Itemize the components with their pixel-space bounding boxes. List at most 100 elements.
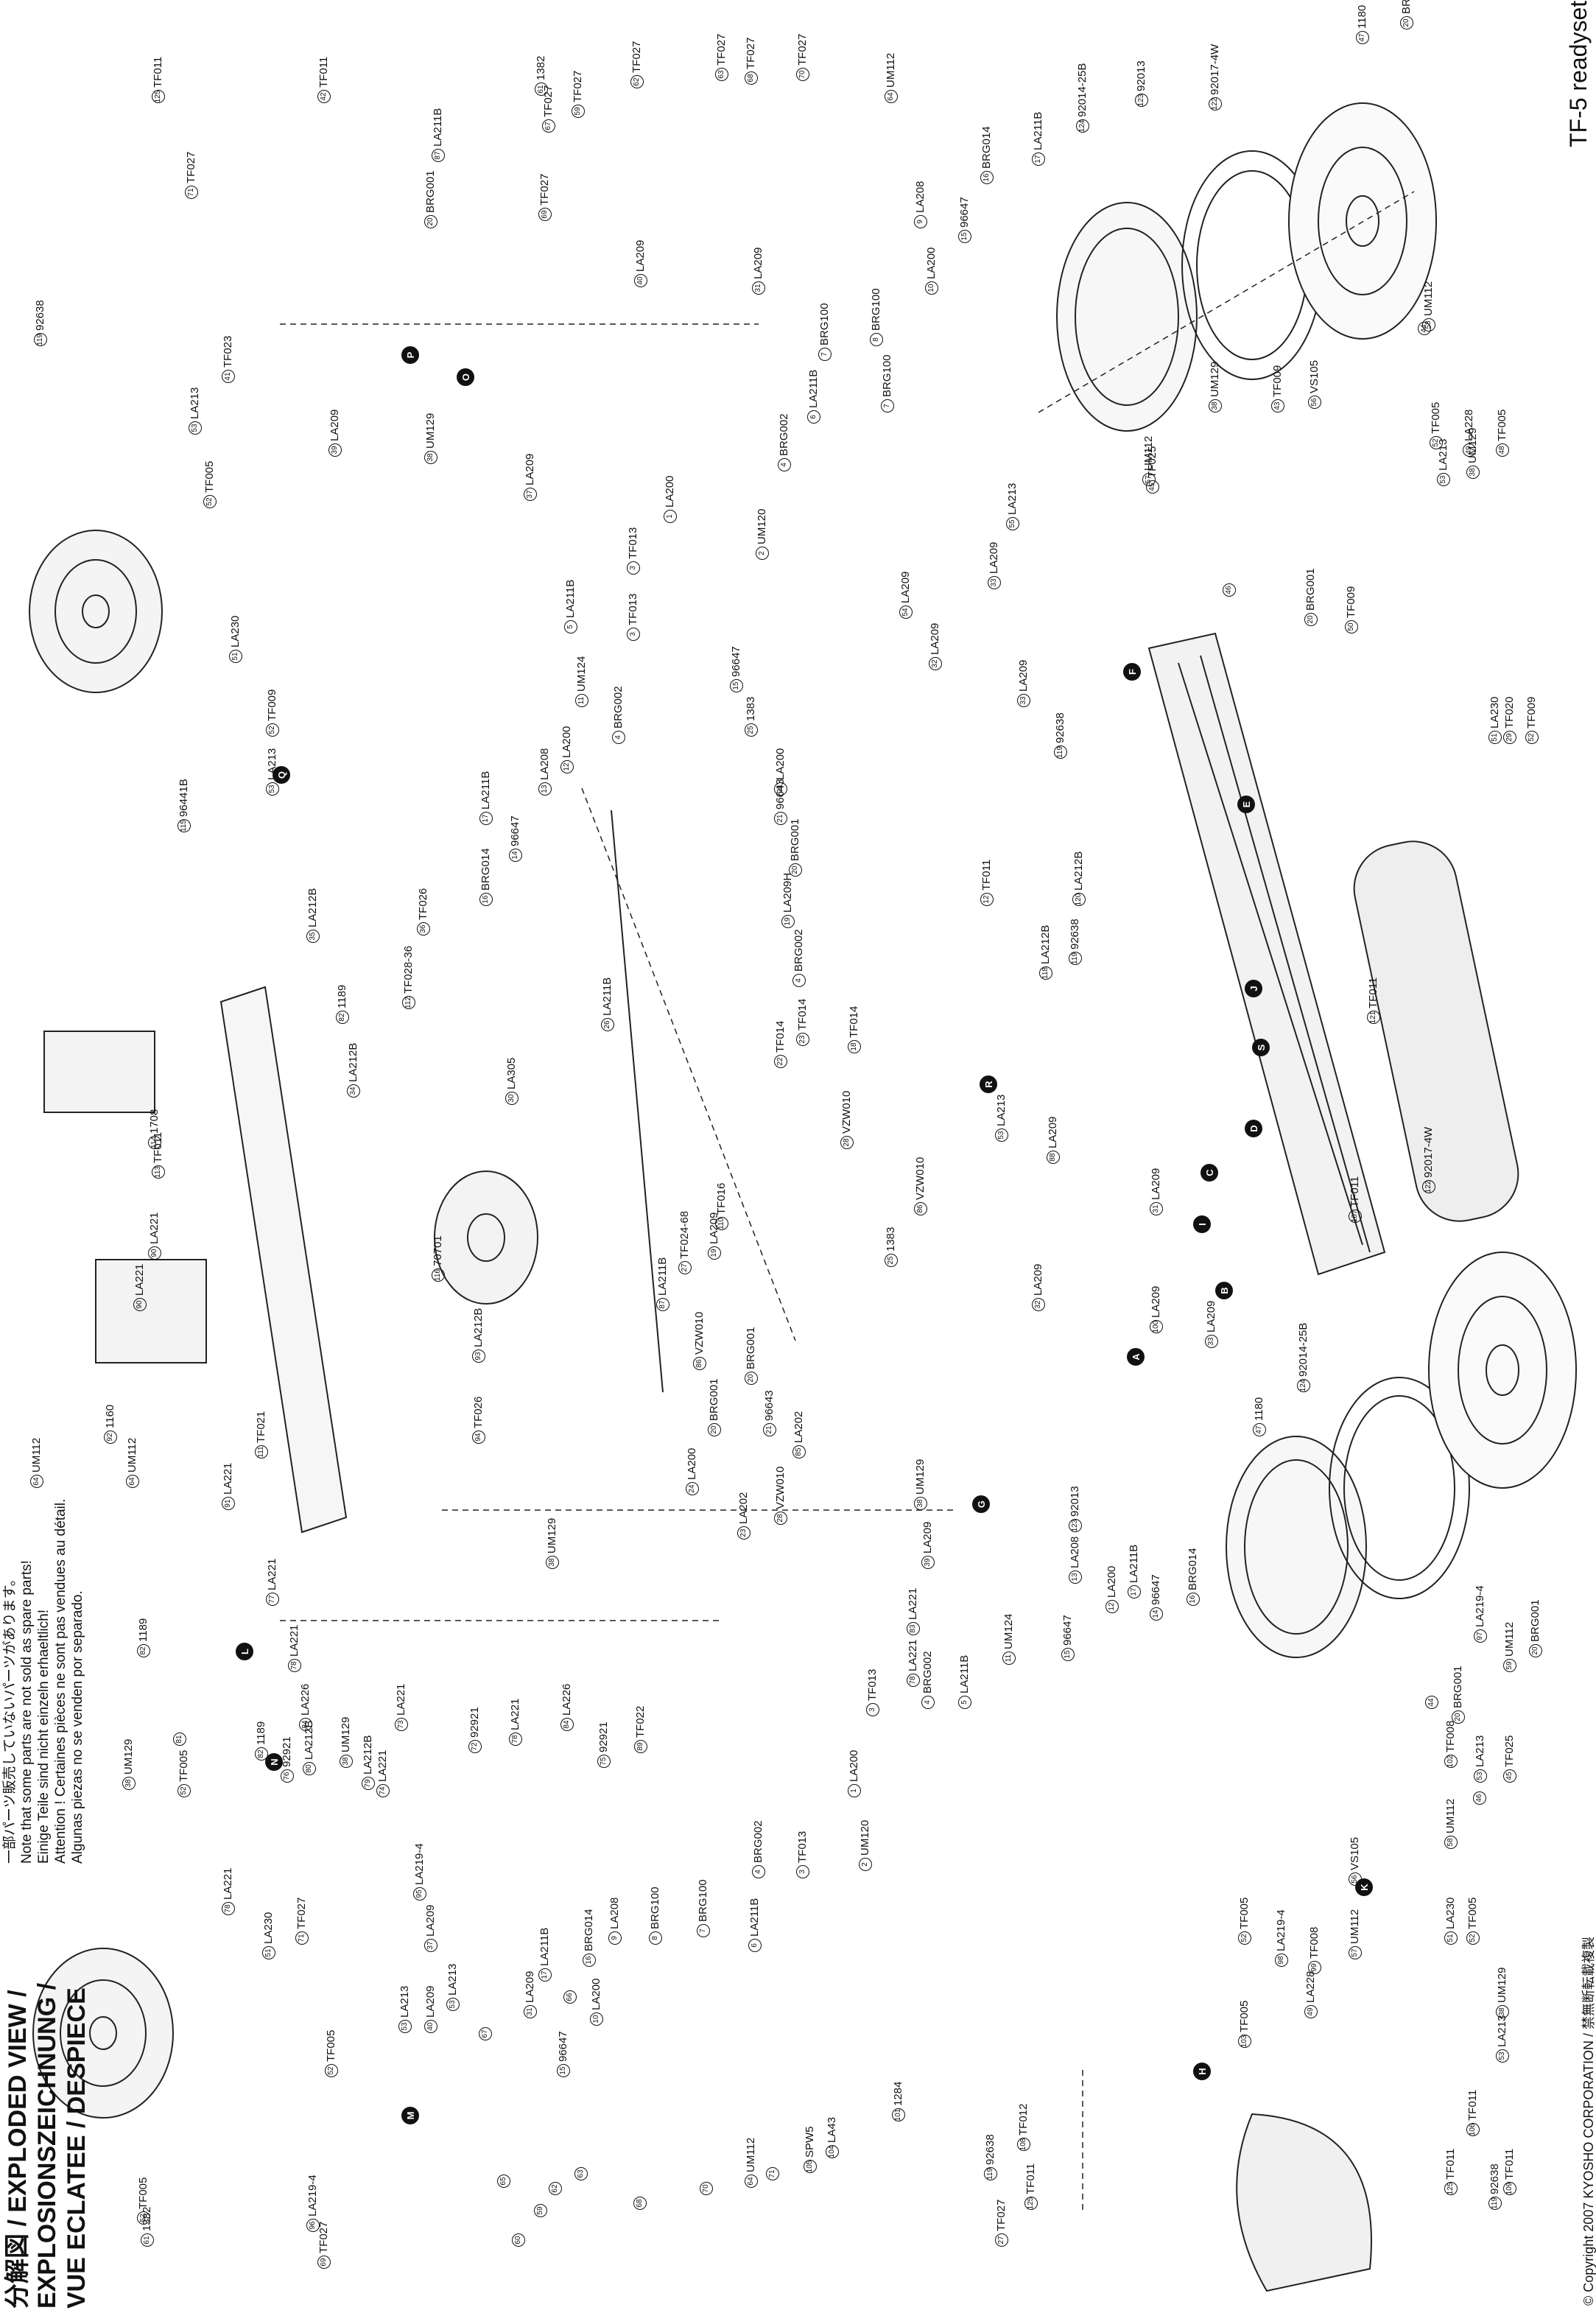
callout-number: 4 [612, 731, 625, 744]
part-code: LA211B [1032, 111, 1044, 150]
part-code: BRG014 [980, 126, 993, 169]
connection-marker-e: E [1237, 796, 1255, 813]
part-callout: 88 LA209 [1046, 1117, 1061, 1164]
callout-number: 78 [288, 1659, 301, 1672]
part-code: LA221 [222, 1462, 234, 1495]
part-code: 1189 [255, 1721, 267, 1745]
part-code: LA209 [1032, 1263, 1044, 1296]
part-callout: 62 [549, 2180, 562, 2195]
part-code: BRG100 [649, 1886, 661, 1929]
part-code: VZW010 [693, 1311, 706, 1355]
callout-number: 119 [34, 333, 47, 346]
callout-number: 104 [826, 2145, 839, 2158]
main-chassis [1147, 632, 1386, 1276]
part-code: UM112 [885, 52, 897, 88]
callout-number: 90 [148, 1246, 161, 1260]
callout-number: 4 [778, 458, 791, 471]
part-code: 92921 [597, 1721, 610, 1752]
part-code: LA212B [362, 1735, 374, 1775]
callout-number: 78 [509, 1733, 522, 1746]
notice-line-4: Attention ! Certaines pièces ne sont pas… [53, 1498, 68, 1864]
part-code: TF005 [177, 1749, 190, 1782]
callout-number: 88 [1047, 1151, 1060, 1164]
part-code: LA211B [748, 1898, 761, 1937]
callout-number: 54 [899, 606, 913, 619]
part-code: LA211B [958, 1654, 971, 1693]
title-line-1: 分解図 / EXPLODED VIEW / [4, 1990, 32, 2309]
part-code: LA221 [907, 1587, 919, 1620]
callout-number: 28 [774, 1512, 787, 1525]
callout-number: 1 [848, 1784, 861, 1797]
part-code: LA213 [189, 387, 201, 419]
part-code: LA200 [560, 726, 573, 758]
part-callout: 46 [1223, 581, 1236, 597]
callout-number: 23 [796, 1033, 809, 1046]
callout-number: 53 [189, 421, 202, 435]
part-code: 92017-4W [1209, 43, 1221, 95]
part-code: UM120 [859, 1819, 871, 1856]
callout-number: 64 [745, 2175, 758, 2188]
part-code: TF011 [980, 859, 993, 891]
callout-number: 53 [1437, 473, 1450, 486]
part-code: LA209 [1047, 1116, 1059, 1148]
part-code: UM124 [575, 656, 588, 692]
part-code: LA219-4 [413, 1843, 426, 1885]
part-code: LA213 [398, 1985, 411, 2018]
top-deck [219, 986, 348, 1534]
part-code: UM129 [424, 413, 437, 449]
callout-number: 95 [413, 1887, 426, 1900]
part-code: BRG100 [697, 1879, 709, 1922]
callout-number: 5 [564, 620, 577, 633]
callout-number: 100 [1150, 1320, 1163, 1333]
part-code: LA213 [995, 1094, 1008, 1126]
callout-number: 31 [752, 281, 765, 295]
part-code: LA230 [262, 1912, 275, 1944]
part-code: LA209 [524, 1970, 536, 2003]
part-code: TF027 [185, 151, 197, 183]
part-code: LA208 [608, 1897, 621, 1929]
callout-number: 89 [634, 1740, 647, 1753]
part-code: TF013 [866, 1668, 879, 1701]
callout-number: 62 [549, 2182, 562, 2195]
part-code: TF011 [1367, 977, 1379, 1008]
part-code: BRG014 [479, 848, 492, 891]
part-code: TF011 [152, 1131, 164, 1163]
part-code: 96441B [177, 779, 190, 817]
callout-number: 53 [266, 782, 279, 796]
part-code: TF021 [255, 1411, 267, 1443]
callout-number: 119 [1488, 2197, 1502, 2210]
part-code: 92638 [1488, 2163, 1501, 2194]
part-callout: 68 [633, 2194, 647, 2210]
callout-number: 67 [479, 2027, 492, 2040]
